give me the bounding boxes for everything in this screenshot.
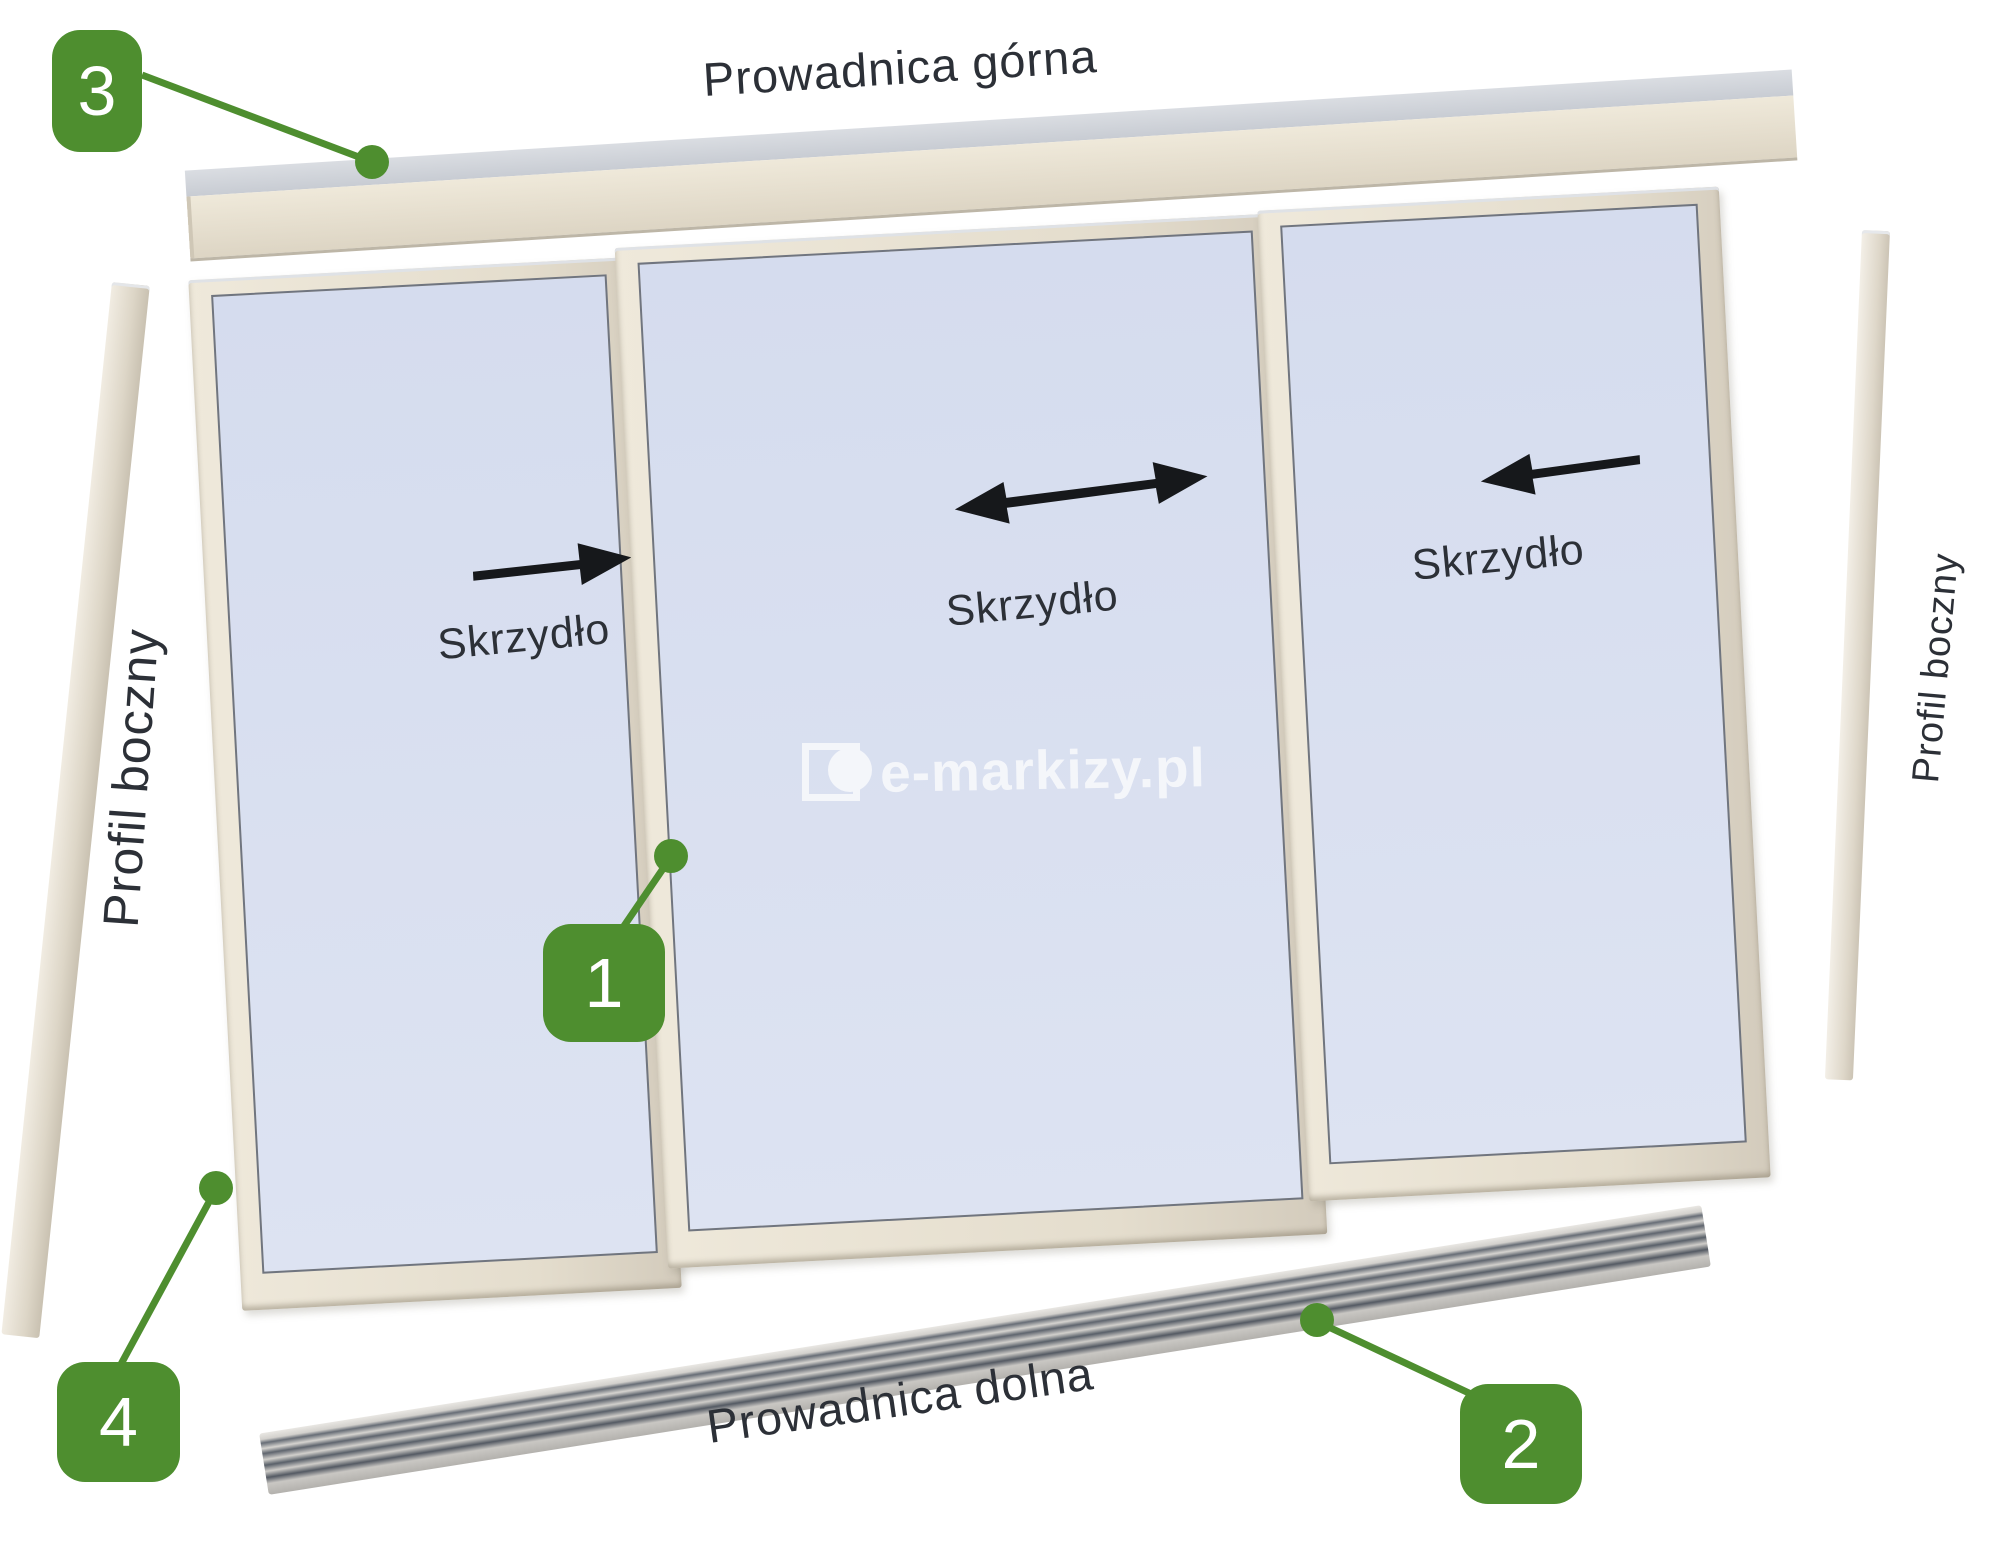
watermark-text: e-markizy.pl [879,736,1207,804]
glass-pane [637,230,1304,1232]
badge-number: 1 [584,944,624,1022]
slide-left-arrow-icon [1480,453,1641,495]
watermark-logo-icon [802,739,872,801]
sash-panel-3: Skrzydło [1257,186,1771,1202]
glass-pane [211,274,658,1274]
leader-line-2 [1316,1318,1490,1406]
leader-dot-4 [199,1171,233,1205]
glass-pane [1280,203,1747,1165]
top-track-label: Prowadnica górna [701,28,1099,107]
sash-panel-1: Skrzydło [188,257,682,1311]
slide-right-arrow-icon [472,543,632,586]
badge-1: 1 [543,924,665,1042]
sash-panel-2: Skrzydło [614,213,1328,1269]
right-side-profile-bar [1824,230,1890,1081]
slide-left-right-arrow-icon [954,462,1208,524]
badge-4: 4 [57,1362,180,1482]
watermark: e-markizy.pl [802,736,1207,804]
leader-line-3 [140,71,374,166]
leader-line-4 [116,1187,220,1368]
badge-number: 2 [1501,1405,1541,1483]
badge-3: 3 [52,30,142,152]
badge-2: 2 [1460,1384,1582,1504]
badge-number: 4 [99,1383,138,1461]
right-side-profile-label: Profil boczny [1905,551,1967,785]
badge-number: 3 [77,52,117,130]
